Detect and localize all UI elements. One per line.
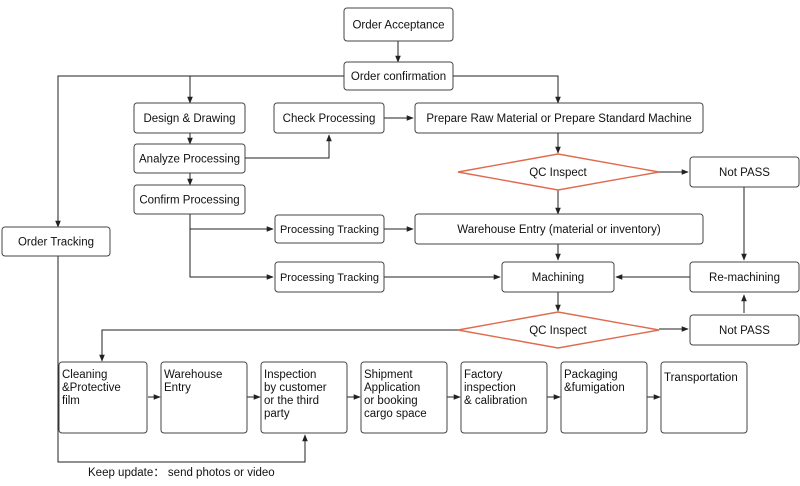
- node-order-tracking: Order Tracking: [1, 226, 111, 257]
- step-shipment-line-2: Application: [364, 382, 420, 394]
- step-factory-line-2: inspection: [464, 382, 516, 394]
- node-machining: Machining: [501, 261, 615, 293]
- confirm-processing-label: Confirm Processing: [139, 195, 239, 207]
- not-pass-2-label: Not PASS: [719, 325, 770, 337]
- analyze-processing-label: Analyze Processing: [139, 154, 240, 166]
- step-inspection-line-3: or the third: [264, 395, 319, 407]
- step-inspection: Inspection by customer or the third part…: [260, 361, 348, 434]
- node-prepare-raw-material: Prepare Raw Material or Prepare Standard…: [414, 102, 704, 134]
- arrow-qc2-to-cleaning: [99, 329, 458, 362]
- arrow-confirm-to-tracking2: [189, 229, 274, 280]
- arrow-confirmation-to-design: [187, 75, 344, 104]
- step-shipment-line-3: or booking: [364, 395, 418, 407]
- step-warehouse-line-1: Warehouse: [164, 369, 222, 381]
- arrow-confirm-to-tracking1: [189, 214, 274, 232]
- qc-inspect-1-label: QC Inspect: [529, 167, 587, 179]
- step-shipment-text: Shipment Application or booking cargo sp…: [364, 369, 427, 420]
- step-packaging-line-1: Packaging: [564, 369, 618, 381]
- step-inspection-line-2: by customer: [264, 382, 327, 394]
- order-confirmation-label: Order confirmation: [351, 71, 446, 83]
- arrow-confirmation-to-prepare: [453, 75, 561, 104]
- step-cleaning-line-3: film: [62, 395, 80, 407]
- step-inspection-line-4: party: [264, 408, 290, 420]
- node-confirm-processing: Confirm Processing: [133, 184, 246, 215]
- step-warehouse-entry-text: Warehouse Entry: [164, 369, 226, 394]
- node-qc-inspect-2: QC Inspect: [457, 311, 660, 349]
- node-check-processing: Check Processing: [273, 102, 385, 134]
- step-packaging-text: Packaging &fumigation: [564, 369, 625, 394]
- node-analyze-processing: Analyze Processing: [133, 143, 246, 174]
- processing-tracking-1-label: Processing Tracking: [280, 224, 379, 236]
- step-shipment-line-1: Shipment: [364, 369, 413, 381]
- step-cleaning: Cleaning &Protective film: [58, 361, 148, 434]
- step-shipment-line-4: cargo space: [364, 408, 427, 420]
- node-order-acceptance: Order Acceptance: [343, 7, 454, 42]
- node-warehouse-entry-material: Warehouse Entry (material or inventory): [414, 213, 704, 245]
- step-warehouse-line-2: Entry: [164, 382, 191, 394]
- node-processing-tracking-2: Processing Tracking: [274, 261, 385, 293]
- step-transportation: Transportation: [660, 361, 748, 434]
- node-not-pass-2: Not PASS: [689, 314, 800, 346]
- node-order-confirmation: Order confirmation: [343, 61, 454, 91]
- step-transportation-text: Transportation: [664, 372, 738, 384]
- step-factory-line-3: & calibration: [464, 395, 527, 407]
- step-cleaning-line-1: Cleaning: [62, 369, 107, 381]
- prepare-raw-material-label: Prepare Raw Material or Prepare Standard…: [426, 113, 691, 125]
- node-re-machining: Re-machining: [689, 261, 800, 293]
- connectors: [55, 41, 747, 463]
- step-packaging: Packaging &fumigation: [560, 361, 648, 434]
- node-design-drawing: Design & Drawing: [133, 102, 246, 134]
- not-pass-1-label: Not PASS: [719, 167, 770, 179]
- qc-inspect-2-label: QC Inspect: [529, 325, 587, 337]
- step-cleaning-line-2: &Protective: [62, 382, 121, 394]
- arrow-order-tracking-to-inspection: [57, 256, 308, 463]
- node-qc-inspect-1: QC Inspect: [457, 153, 660, 191]
- step-cleaning-text: Cleaning &Protective film: [62, 369, 124, 407]
- step-factory-text: Factory inspection & calibration: [464, 369, 527, 407]
- arrow-analyze-to-check: [245, 134, 332, 159]
- check-processing-label: Check Processing: [283, 113, 376, 125]
- keep-update-note: Keep update： send photos or video: [88, 467, 275, 479]
- step-inspection-text: Inspection by customer or the third part…: [264, 369, 330, 420]
- machining-label: Machining: [532, 272, 584, 284]
- re-machining-label: Re-machining: [709, 272, 780, 284]
- step-shipment: Shipment Application or booking cargo sp…: [360, 361, 448, 434]
- order-acceptance-label: Order Acceptance: [352, 20, 444, 32]
- step-packaging-line-2: &fumigation: [564, 382, 625, 394]
- step-factory-line-1: Factory: [464, 369, 503, 381]
- design-drawing-label: Design & Drawing: [143, 113, 235, 125]
- node-processing-tracking-1: Processing Tracking: [274, 214, 385, 244]
- step-factory-inspection: Factory inspection & calibration: [460, 361, 548, 434]
- warehouse-entry-material-label: Warehouse Entry (material or inventory): [457, 224, 661, 236]
- step-transportation-line-1: Transportation: [664, 372, 738, 384]
- step-warehouse-entry: Warehouse Entry: [160, 361, 248, 434]
- node-not-pass-1: Not PASS: [689, 156, 800, 188]
- step-inspection-line-1: Inspection: [264, 369, 316, 381]
- processing-tracking-2-label: Processing Tracking: [280, 272, 379, 284]
- order-tracking-label: Order Tracking: [18, 237, 94, 249]
